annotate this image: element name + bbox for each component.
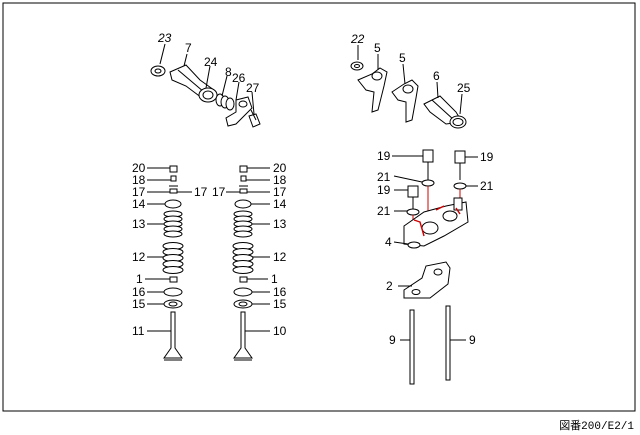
callout-18-right: 18 [273,173,287,187]
washer-22 [350,61,364,71]
callout-25: 25 [457,81,471,95]
callout-9-left: 9 [389,333,396,347]
callout-24: 24 [204,55,218,69]
callout-17-right-outer: 17 [273,185,287,199]
bolt-19-a [422,149,434,163]
callout-2: 2 [386,279,393,293]
bracket-bolts-leaders [392,155,478,287]
bracket-bolts-group [403,149,469,299]
callout-13-right: 13 [273,217,287,231]
valve-stack-right [232,165,254,361]
bracket-2 [403,261,451,299]
callout-9-right: 9 [469,333,476,347]
washer-23 [150,65,166,77]
callout-11: 11 [132,324,145,338]
callout-18-left: 18 [132,173,146,187]
callout-16-left: 16 [132,285,146,299]
push-rod-9-left [409,309,415,385]
callout-19-c: 19 [377,183,391,197]
diagram-code: 図番200/E2/1 [559,421,634,433]
washer-21-c [406,208,420,216]
valve-10 [233,311,253,359]
valve-11 [163,311,183,359]
rocker-shaft-leaders [159,43,255,115]
callout-19-a: 19 [377,149,391,163]
callout-15-left: 15 [132,297,146,311]
bolt-19-b [454,150,466,164]
callout-20-right: 20 [273,161,287,175]
ring-25 [449,115,467,129]
push-rod-9-right [445,305,451,381]
callout-17-right-inner: 17 [212,185,226,199]
push-rods [400,305,466,385]
callout-10: 10 [273,324,287,338]
rocker-arms-group [350,61,467,129]
callout-17-left-outer: 17 [132,185,146,199]
valve-stack-left-leaders [145,167,192,332]
valve-stack-left [162,165,184,361]
callout-16-right: 16 [273,285,287,299]
rocker-arm-5-left [357,67,388,113]
callout-12-left: 12 [132,250,146,264]
callout-21-c: 21 [377,204,391,218]
washer-4 [407,241,421,249]
callout-19-b: 19 [480,150,494,164]
callout-1-right: 1 [271,272,278,286]
callout-20-left: 20 [132,161,146,175]
callout-23: 23 [157,31,172,45]
spring-8 [215,93,235,111]
callout-14-left: 14 [132,197,146,211]
callout-7: 7 [185,41,192,55]
diagram-frame [2,2,636,412]
callout-12-right: 12 [273,250,287,264]
callout-21-b: 21 [480,179,494,193]
valve-stack-right-leaders [226,167,270,332]
callout-15-right: 15 [273,297,287,311]
callout-8: 8 [225,65,232,79]
rocker-arms-leaders [357,45,463,115]
callout-22: 22 [350,32,365,46]
washer-21-b [453,182,467,190]
callout-17-left-inner: 17 [194,185,208,199]
washer-21-a [421,179,435,187]
spring-24 [198,87,218,103]
callout-21-a: 21 [377,170,391,184]
callout-14-right: 14 [273,197,287,211]
bolt-19-c [407,185,419,198]
rocker-arm-26 [225,96,253,127]
rocker-arm-5-right [391,79,419,123]
rocker-shaft-group [150,64,261,128]
callout-5-left: 5 [374,41,381,55]
callout-27: 27 [246,81,260,95]
callout-4: 4 [385,235,392,249]
callout-1-left: 1 [136,272,143,286]
callout-6: 6 [433,69,440,83]
callout-5-right: 5 [399,51,406,65]
callout-13-left: 13 [132,217,146,231]
callout-26: 26 [232,71,246,85]
